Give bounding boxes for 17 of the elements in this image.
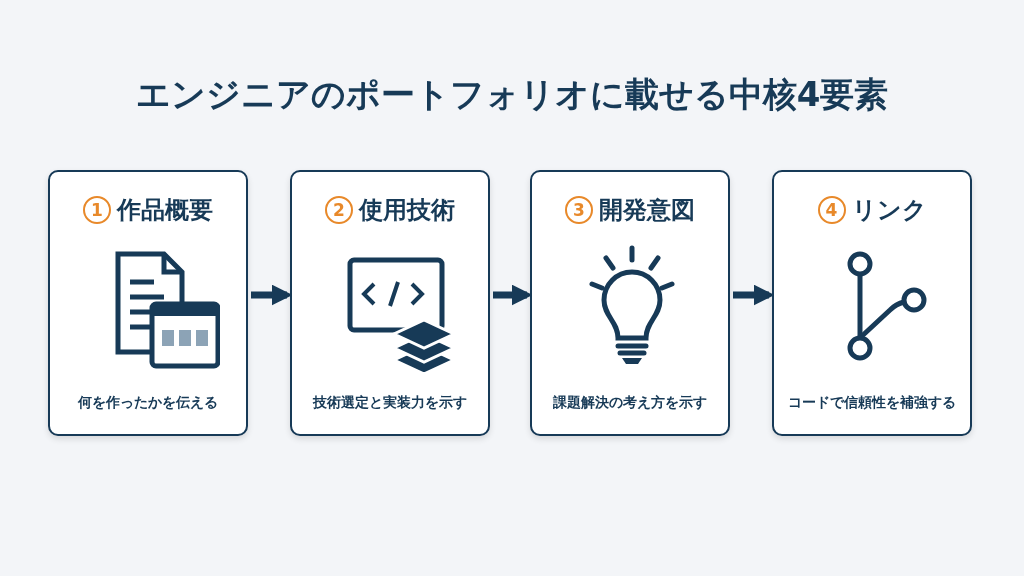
card-description: 技術選定と実装力を示す <box>311 394 468 412</box>
card-description: コードで信頼性を補強する <box>787 394 957 412</box>
card-heading: 使用技術 <box>359 195 455 226</box>
title: エンジニアのポートフォリオに載せる中核4要素 <box>134 73 890 116</box>
step-number: 4 <box>817 196 846 224</box>
step-number: 2 <box>325 196 353 224</box>
card-heading: 開発意図 <box>599 195 695 226</box>
card-description: 課題解決の考え方を示す <box>552 394 708 412</box>
card-heading: リンク <box>851 195 927 226</box>
step-card <box>530 170 730 436</box>
step-card <box>48 170 248 436</box>
step-card <box>772 170 972 436</box>
card-description: 何を作ったかを伝える <box>77 394 219 412</box>
step-number: 1 <box>83 196 111 224</box>
step-number: 3 <box>565 196 593 224</box>
card-heading: 作品概要 <box>117 195 213 226</box>
step-card <box>290 170 490 436</box>
